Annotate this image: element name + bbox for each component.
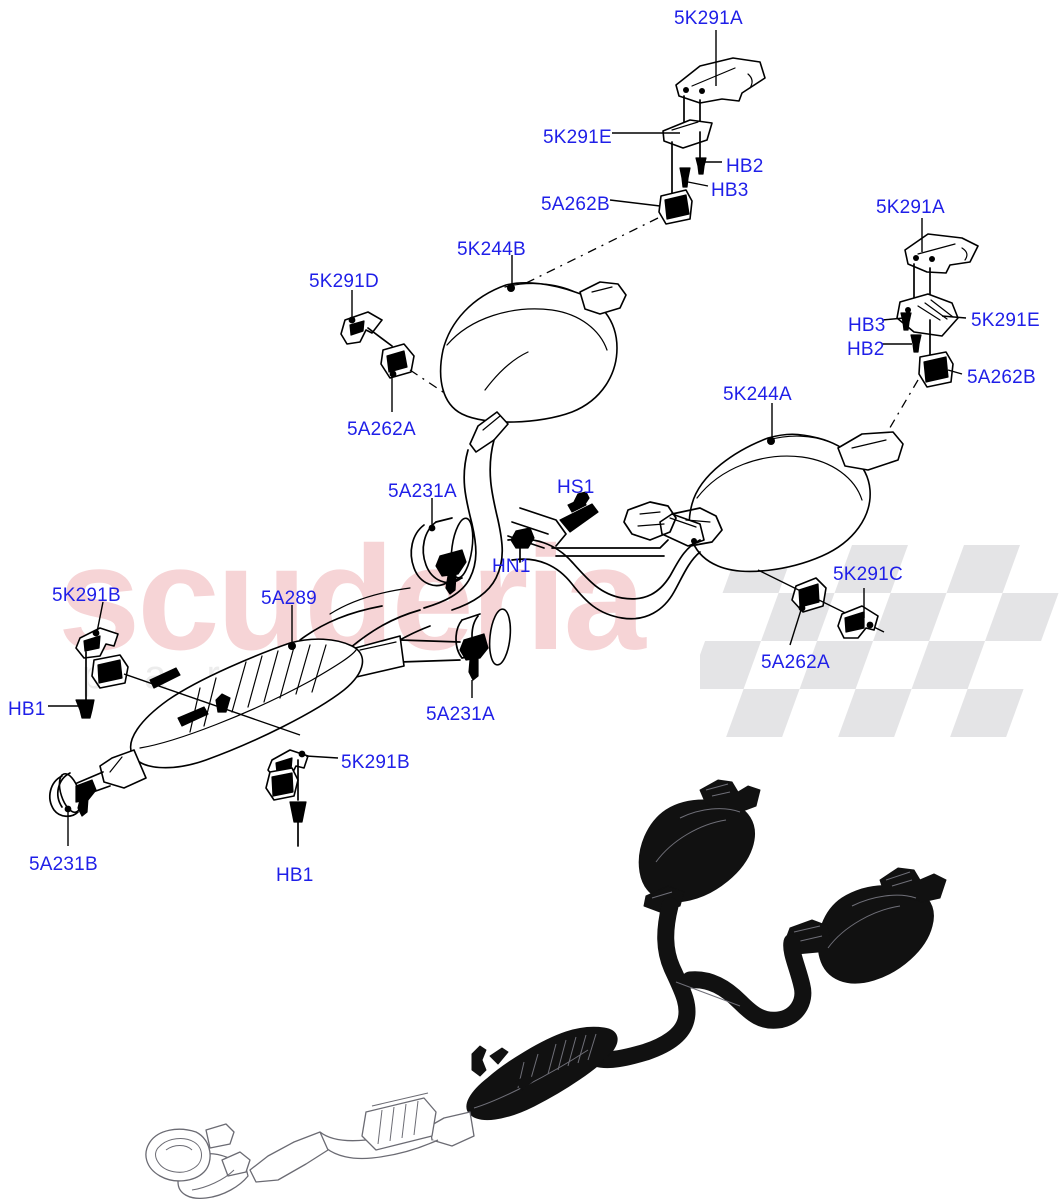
callout-label-hb1: HB1 bbox=[276, 865, 314, 886]
bolt-hb2-right bbox=[910, 334, 922, 353]
callout-label-5a262a: 5A262A bbox=[347, 419, 416, 440]
callout-label-5a231b: 5A231B bbox=[29, 854, 98, 875]
callout-label-hb2: HB2 bbox=[847, 339, 885, 360]
callout-label-5k244a: 5K244A bbox=[723, 384, 792, 405]
bolt-hb1-upper bbox=[75, 699, 95, 719]
exhaust-clamp-lower bbox=[347, 608, 512, 681]
rear-silencer-right bbox=[659, 431, 904, 573]
callout-label-5a262b: 5A262B bbox=[967, 367, 1036, 388]
bracket-group-top-center bbox=[511, 57, 766, 291]
callout-label-5k291c: 5K291C bbox=[833, 564, 903, 585]
centre-silencer bbox=[49, 638, 364, 818]
callout-label-5a289: 5A289 bbox=[261, 588, 317, 609]
bolt-hb1-lower bbox=[289, 801, 307, 823]
bolt-hb3 bbox=[679, 167, 691, 188]
callout-label-5a262b: 5A262B bbox=[541, 194, 610, 215]
callout-label-hb1: HB1 bbox=[8, 699, 46, 720]
bolt-hb2 bbox=[695, 157, 707, 175]
callout-label-5a262a: 5A262A bbox=[761, 652, 830, 673]
assembly-silhouette bbox=[145, 779, 947, 1200]
callout-label-5k291d: 5K291D bbox=[309, 271, 379, 292]
callout-label-5k291e: 5K291E bbox=[543, 127, 612, 148]
bracket-group-right-rear bbox=[757, 569, 885, 639]
callout-label-hn1: HN1 bbox=[492, 556, 531, 577]
callout-label-5k244b: 5K244B bbox=[457, 239, 526, 260]
bracket-group-front-right bbox=[265, 749, 309, 847]
callout-label-5a231a: 5A231A bbox=[388, 481, 457, 502]
callout-label-5a231a: 5A231A bbox=[426, 704, 495, 725]
exhaust-clamp-upper bbox=[410, 517, 474, 595]
bracket-group-front-left bbox=[75, 627, 301, 736]
callout-label-hb2: HB2 bbox=[726, 156, 764, 177]
mid-pipe-network bbox=[299, 439, 723, 665]
callout-label-hb3: HB3 bbox=[711, 180, 749, 201]
callout-label-hs1: HS1 bbox=[557, 477, 595, 498]
callout-label-5k291b: 5K291B bbox=[341, 752, 410, 773]
rear-silencer-left bbox=[439, 281, 627, 453]
callout-label-hb3: HB3 bbox=[848, 315, 886, 336]
callout-label-5k291a: 5K291A bbox=[876, 197, 945, 218]
callout-leaders bbox=[48, 30, 967, 846]
bracket-group-right bbox=[877, 233, 979, 449]
callout-label-5k291a: 5K291A bbox=[674, 8, 743, 29]
bracket-group-left-rear bbox=[340, 311, 456, 401]
callout-label-5k291e: 5K291E bbox=[971, 310, 1040, 331]
bolt-hb3-right bbox=[900, 312, 912, 331]
callout-label-5k291b: 5K291B bbox=[52, 585, 121, 606]
